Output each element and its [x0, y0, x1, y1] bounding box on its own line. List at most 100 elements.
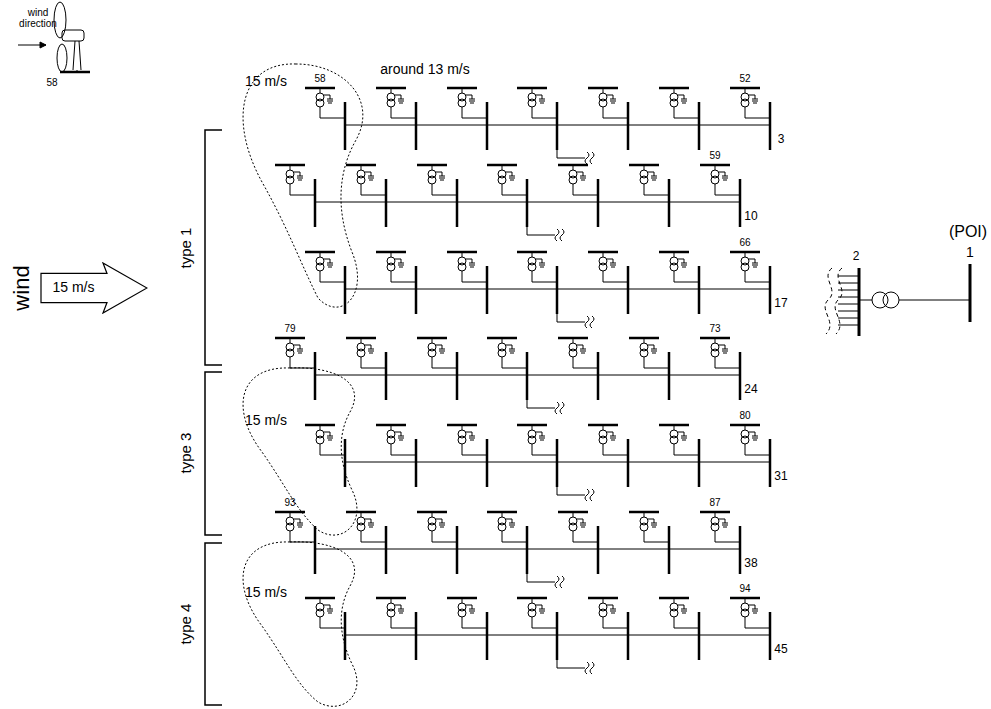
feeder-branch: [527, 400, 555, 408]
break-symbol: [590, 316, 594, 328]
transformer-symbol: [640, 523, 648, 531]
ground-symbol: [399, 613, 403, 614]
capacitor-symbol: [509, 523, 515, 524]
wire: [330, 432, 331, 436]
wire: [755, 95, 756, 99]
wire: [684, 259, 685, 263]
capacitor-symbol: [580, 523, 586, 524]
bus-number: 38: [744, 557, 757, 570]
bus-bar: [698, 439, 701, 487]
bus-number: 2: [853, 250, 860, 263]
wire: [715, 338, 716, 343]
wire: [745, 271, 746, 282]
turbine-number: 80: [739, 410, 750, 421]
feeder-branch: [557, 314, 585, 322]
wire: [573, 512, 574, 517]
group-bracket: [205, 130, 222, 365]
ground-symbol: [682, 613, 686, 614]
bus-bar: [415, 266, 418, 314]
bus-bar: [456, 526, 459, 574]
bus-number: 17: [774, 297, 787, 310]
capacitor-symbol: [297, 176, 303, 177]
wire: [320, 271, 321, 282]
capacitor-symbol: [398, 263, 404, 264]
bus-bar: [415, 612, 418, 660]
capacitor-symbol: [610, 436, 616, 437]
transformer-symbol: [498, 176, 506, 184]
group-label: type 3: [178, 433, 195, 474]
bus-bar: [456, 352, 459, 400]
wire: [462, 282, 487, 283]
capacitor-symbol: [469, 265, 475, 266]
ground-symbol: [581, 180, 585, 181]
wire: [577, 345, 583, 346]
capacitor-symbol: [580, 176, 586, 177]
capacitor-symbol: [327, 438, 333, 439]
wire: [745, 282, 770, 283]
group-label: type 4: [178, 604, 195, 645]
transformer-symbol: [741, 436, 749, 444]
bus-bar: [739, 526, 742, 574]
ground-symbol: [298, 353, 302, 354]
wire: [442, 519, 443, 523]
wire: [462, 252, 463, 257]
feeder-line: [345, 289, 770, 290]
wire: [745, 617, 746, 628]
wire: [678, 95, 684, 96]
wire: [745, 118, 770, 119]
transformer-symbol: [316, 263, 324, 271]
wind-region-outline: [243, 542, 357, 707]
ground-symbol: [581, 527, 585, 528]
wire: [532, 455, 557, 456]
ground-symbol: [470, 267, 474, 268]
ground-symbol: [723, 527, 727, 528]
transformer-symbol: [357, 523, 365, 531]
wire: [678, 605, 684, 606]
wire: [462, 118, 487, 119]
bus-bar: [415, 439, 418, 487]
ground-symbol: [611, 440, 615, 441]
transformer-symbol: [316, 609, 324, 617]
transformer-symbol: [458, 263, 466, 271]
capacitor-symbol: [651, 351, 657, 352]
break-symbol: [590, 489, 594, 501]
wire: [436, 519, 442, 520]
wire: [462, 455, 487, 456]
wire: [715, 531, 716, 542]
capacitor-symbol: [610, 99, 616, 100]
group-bracket: [205, 372, 222, 535]
capacitor-symbol: [297, 523, 303, 524]
capacitor-symbol: [539, 101, 545, 102]
wire: [715, 512, 716, 517]
transformer-symbol: [670, 609, 678, 617]
wire: [391, 107, 392, 118]
transformer-symbol: [387, 436, 395, 444]
bus-bar: [739, 179, 742, 227]
ground-symbol: [611, 103, 615, 104]
wire: [532, 252, 533, 257]
wire: [361, 357, 362, 368]
wire: [432, 195, 457, 196]
wire: [532, 107, 533, 118]
wire: [290, 184, 291, 195]
bus-bar: [344, 439, 347, 487]
wire: [300, 172, 301, 176]
capacitor-symbol: [752, 99, 758, 100]
wire: [290, 542, 315, 543]
wire: [401, 259, 402, 263]
bus-bar: [344, 612, 347, 660]
capacitor-symbol: [752, 263, 758, 264]
wire: [573, 165, 574, 170]
capacitor-symbol: [651, 349, 657, 350]
wire: [432, 542, 457, 543]
capacitor-symbol: [580, 178, 586, 179]
wire: [361, 165, 362, 170]
transformer-symbol: [670, 263, 678, 271]
transformer-symbol: [599, 99, 607, 107]
wire: [603, 88, 604, 93]
transformer-symbol: [711, 176, 719, 184]
turbine-number: 93: [284, 497, 295, 508]
wire: [719, 519, 725, 520]
capacitor-symbol: [469, 436, 475, 437]
wire: [532, 617, 533, 628]
